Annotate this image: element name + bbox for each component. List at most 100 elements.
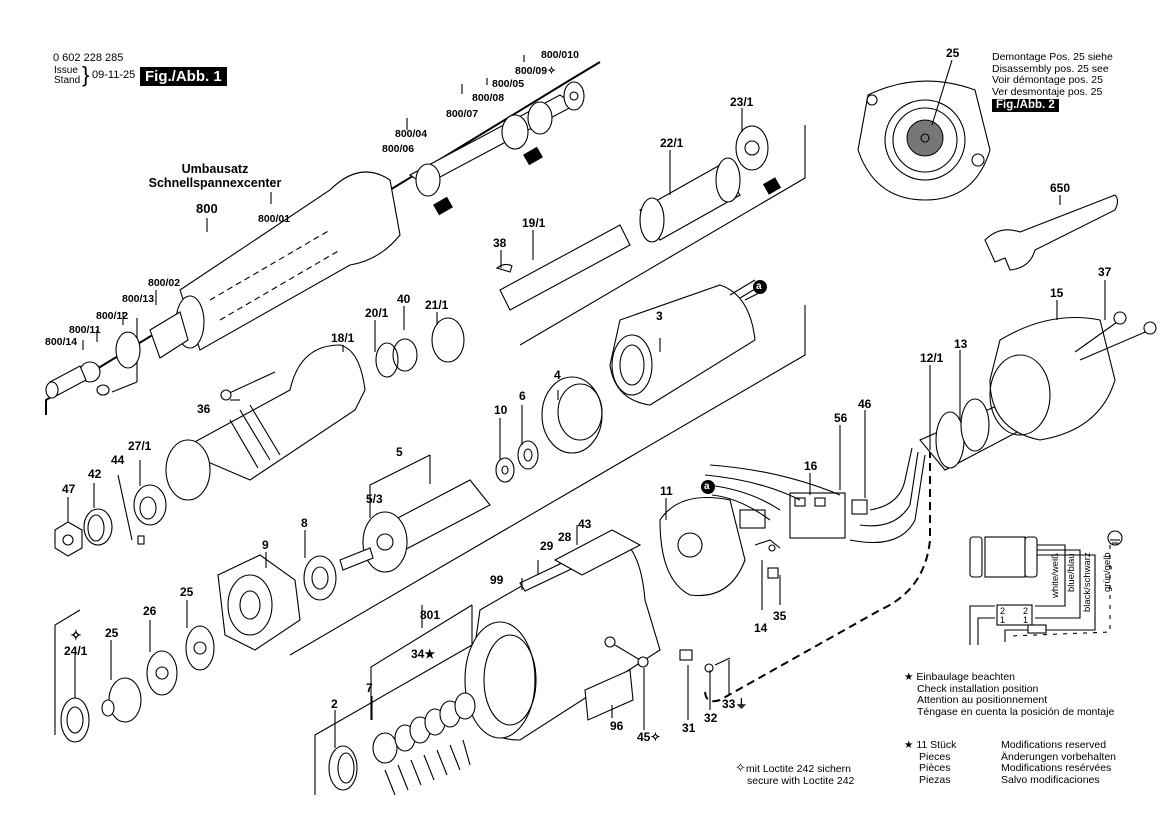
pieces-text: Pièces xyxy=(919,762,951,774)
stand-label: Stand xyxy=(54,75,81,86)
wire-label-black: black/schwarz xyxy=(1082,552,1093,612)
label-21-1: 21/1 xyxy=(425,298,449,312)
label-11: 11 xyxy=(660,484,673,498)
label-99: 99 xyxy=(490,573,504,587)
figure2-notes: Demontage Pos. 25 siehe Disassembly pos.… xyxy=(992,51,1113,98)
label-9: 9 xyxy=(262,538,269,552)
label-35: 35 xyxy=(773,609,787,623)
label-800-11: 800/11 xyxy=(69,324,101,336)
label-13: 13 xyxy=(954,337,968,351)
label-5: 5 xyxy=(396,445,403,459)
label-20-1: 20/1 xyxy=(365,306,389,320)
brush-springs xyxy=(328,604,476,796)
label-34-text: 34 xyxy=(411,647,425,661)
label-43: 43 xyxy=(578,517,592,531)
pieces-text: Pieces xyxy=(919,750,951,763)
loctite-icon: ✧ xyxy=(547,65,556,77)
terminal-2-right: 2 xyxy=(1023,606,1029,616)
legend-loctite: ✧mit Loctite 242 sichern secure with Loc… xyxy=(735,760,855,787)
figure2-label: Fig./Abb. 2 xyxy=(992,99,1059,112)
marker-a: a xyxy=(704,481,710,492)
label-14: 14 xyxy=(754,621,768,635)
kit-housing xyxy=(45,171,401,399)
clutch-parts xyxy=(54,609,215,743)
label-42: 42 xyxy=(88,467,102,481)
legend-note: Check installation position xyxy=(917,682,1039,695)
wiring-schematic xyxy=(969,530,1123,645)
legend-pieces: ★ 11 Stück Pieces Pièces Piezas xyxy=(904,739,957,786)
fig2-gear-housing xyxy=(857,59,991,201)
label-800-13: 800/13 xyxy=(122,293,155,305)
modifications-text: Salvo modificaciones xyxy=(1001,773,1100,786)
label-36: 36 xyxy=(197,402,211,416)
label-10: 10 xyxy=(494,403,508,417)
loctite-icon: ✧ xyxy=(650,730,661,744)
label-38: 38 xyxy=(493,236,507,250)
fig2-note: Demontage Pos. 25 siehe xyxy=(992,51,1113,63)
kit-title-line1: Umbausatz xyxy=(181,162,249,176)
legend-modifications: Modifications reserved Änderungen vorbeh… xyxy=(1001,739,1116,786)
label-8: 8 xyxy=(301,516,308,530)
label-16: 16 xyxy=(804,459,818,473)
label-4: 4 xyxy=(554,368,561,382)
label-800-010: 800/010 xyxy=(541,49,579,61)
terminal-1-right: 1 xyxy=(1023,615,1029,625)
label-44: 44 xyxy=(111,453,125,467)
label-5-3: 5/3 xyxy=(366,492,383,506)
fig2-note: Disassembly pos. 25 see xyxy=(992,62,1109,75)
label-801: 801 xyxy=(420,608,441,622)
star-icon: ★ xyxy=(904,739,914,751)
label-25-lower: 25 xyxy=(105,626,119,640)
spindle-group xyxy=(375,125,782,378)
label-800-12: 800/12 xyxy=(96,310,129,322)
issue-label: Issue xyxy=(54,65,78,76)
label-6: 6 xyxy=(519,389,526,403)
spanner-650 xyxy=(984,194,1119,271)
label-800-02: 800/02 xyxy=(148,277,181,289)
label-22-1: 22/1 xyxy=(660,136,684,150)
label-18-1: 18/1 xyxy=(331,331,355,345)
label-33-text: 33 xyxy=(722,697,736,711)
fig2-note: Voir démontage pos. 25 xyxy=(992,74,1103,86)
label-3: 3 xyxy=(656,309,663,323)
loctite-icon: ✧ xyxy=(735,760,746,775)
label-12-1: 12/1 xyxy=(920,351,944,365)
label-800: 800 xyxy=(196,201,218,216)
collet-parts xyxy=(54,484,167,557)
figure1-label: Fig./Abb. 1 xyxy=(140,67,227,86)
label-29: 29 xyxy=(540,539,554,553)
legend-note: Attention au positionnement xyxy=(917,694,1048,706)
legend-note: Einbaulage beachten xyxy=(916,671,1016,683)
legend-installation: ★ Einbaulage beachten Check installation… xyxy=(904,671,1114,718)
label-32: 32 xyxy=(704,711,718,725)
modifications-text: Modifications resérvées xyxy=(1001,762,1112,774)
label-800-04: 800/04 xyxy=(395,128,428,140)
label-40: 40 xyxy=(397,292,411,306)
loctite-note: mit Loctite 242 sichern xyxy=(745,763,851,775)
label-27-1: 27/1 xyxy=(128,439,152,453)
star-icon: ★ xyxy=(424,647,436,661)
upper-group-frame xyxy=(289,125,806,795)
terminal-2-left: 2 xyxy=(1000,606,1006,616)
leader-lines xyxy=(67,108,1106,748)
kit-title: Umbausatz Schnellspannexcenter xyxy=(140,162,290,190)
part-number: 0 602 228 285 xyxy=(53,52,124,64)
label-800-09-text: 800/09 xyxy=(515,65,548,77)
kit-title-line2: Schnellspannexcenter xyxy=(148,176,282,190)
switch-group xyxy=(659,464,868,673)
label-800-06: 800/06 xyxy=(382,143,415,155)
pieces-text: 11 Stück xyxy=(916,739,957,751)
terminal-1-left: 1 xyxy=(1000,615,1006,625)
label-33: 33⏚ xyxy=(722,698,747,710)
label-47: 47 xyxy=(62,482,76,496)
wire-label-white: white/weiß xyxy=(1050,553,1061,598)
label-96: 96 xyxy=(610,719,624,733)
label-800-08: 800/08 xyxy=(472,92,505,104)
fig2-note: Ver desmontaje pos. 25 xyxy=(992,85,1103,98)
brace: } xyxy=(82,62,90,87)
label-46: 46 xyxy=(858,397,872,411)
label-45: 45✧ xyxy=(637,731,660,743)
label-800-05: 800/05 xyxy=(492,78,525,90)
issue-date: 09-11-25 xyxy=(92,69,136,81)
loctite-note: secure with Loctite 242 xyxy=(747,774,855,787)
